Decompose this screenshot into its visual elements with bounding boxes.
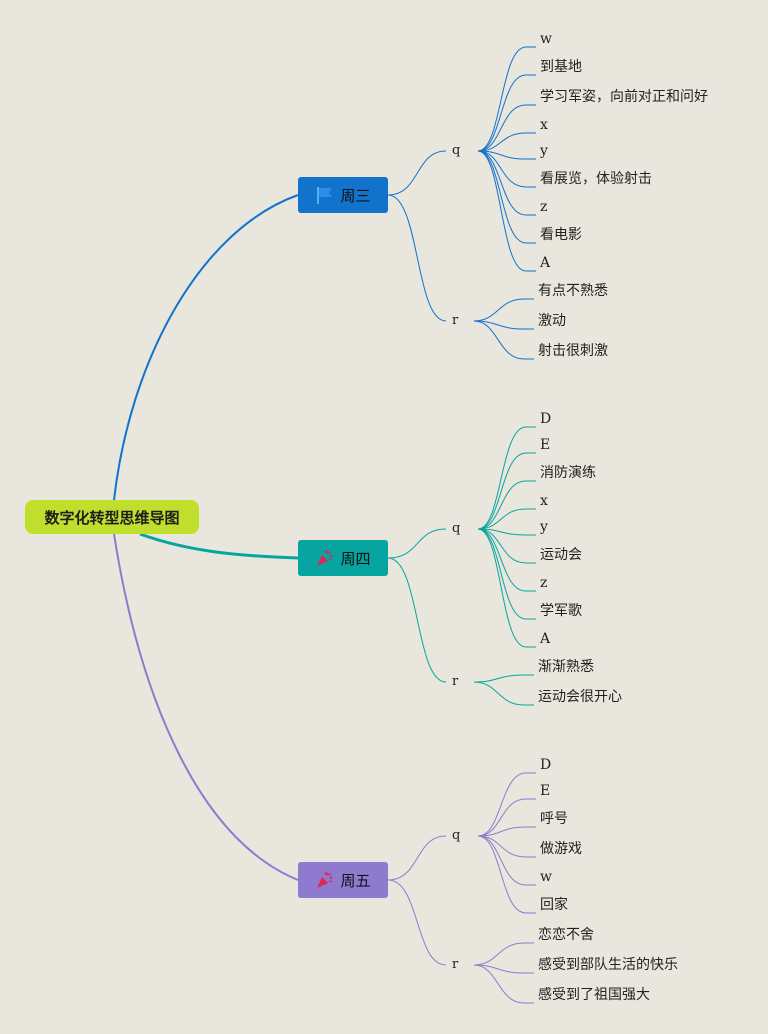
branch-connector [387, 150, 447, 196]
leaf-node[interactable]: 到基地 [540, 59, 582, 75]
leaf-node[interactable]: A [540, 255, 551, 271]
leaf-connector [477, 798, 536, 837]
leaf-node[interactable]: D [540, 411, 552, 427]
leaf-connector [477, 104, 536, 152]
leaf-node[interactable]: y [540, 519, 548, 535]
leaf-connector [473, 674, 534, 683]
leaf-connector [473, 320, 534, 330]
leaf-node[interactable]: 消防演练 [540, 465, 596, 481]
leaf-connector [477, 826, 536, 837]
branch-connector [387, 879, 447, 966]
leaf-node[interactable]: A [540, 631, 551, 647]
leaf-connector [477, 528, 536, 648]
branch-label: 周五 [340, 871, 371, 890]
branch-node-thursday[interactable]: 周四 [298, 540, 388, 576]
leaf-node[interactable]: 运动会 [540, 547, 582, 563]
leaf-node[interactable]: 恋恋不舍 [538, 927, 594, 943]
leaf-node[interactable]: 回家 [540, 897, 568, 913]
leaf-node[interactable]: w [540, 31, 552, 47]
branch-label: 周三 [340, 186, 371, 205]
leaf-connector [477, 528, 536, 564]
sub-node-r[interactable]: r [452, 674, 459, 689]
leaf-node[interactable]: z [540, 199, 548, 215]
party-popper-icon [317, 549, 333, 566]
leaf-connector [477, 835, 536, 858]
leaf-node[interactable]: 做游戏 [540, 841, 582, 857]
root-node[interactable]: 数字化转型思维导图 [25, 500, 199, 534]
sub-node-q[interactable]: q [452, 521, 461, 536]
flag-icon [317, 187, 333, 204]
branch-connector [387, 557, 447, 683]
party-popper-icon [317, 871, 333, 888]
leaf-node[interactable]: 感受到了祖国强大 [538, 987, 650, 1003]
leaf-node[interactable]: 渐渐熟悉 [538, 659, 594, 675]
leaf-node[interactable]: 学军歌 [540, 603, 582, 619]
leaf-connector [477, 528, 536, 536]
leaf-connector [477, 74, 536, 152]
leaf-node[interactable]: 射击很刺激 [538, 343, 608, 359]
leaf-node[interactable]: 激动 [538, 313, 566, 329]
leaf-connector [477, 150, 536, 160]
leaf-connector [477, 772, 536, 837]
branch-connector [387, 528, 447, 559]
leaf-connector [473, 681, 534, 706]
leaf-connector [477, 480, 536, 530]
root-connector [139, 532, 299, 560]
leaf-connector [473, 298, 534, 322]
sub-node-q[interactable]: q [452, 143, 461, 158]
leaf-node[interactable]: w [540, 869, 552, 885]
leaf-connector [477, 132, 536, 152]
leaf-node[interactable]: E [540, 783, 551, 799]
leaf-node[interactable]: z [540, 575, 548, 591]
leaf-connector [473, 964, 534, 974]
leaf-connector [473, 942, 534, 966]
branch-node-wednesday[interactable]: 周三 [298, 177, 388, 213]
leaf-node[interactable]: 有点不熟悉 [538, 283, 608, 299]
leaf-connector [477, 150, 536, 272]
leaf-connector [477, 452, 536, 530]
leaf-node[interactable]: E [540, 437, 551, 453]
branch-label: 周四 [340, 549, 371, 568]
leaf-node[interactable]: 运动会很开心 [538, 689, 622, 705]
leaf-node[interactable]: 感受到部队生活的快乐 [538, 957, 678, 973]
sub-node-q[interactable]: q [452, 828, 461, 843]
leaf-connector [477, 150, 536, 216]
leaf-node[interactable]: 学习军姿，向前对正和问好 [540, 89, 708, 105]
leaf-node[interactable]: D [540, 757, 552, 773]
leaf-connector [477, 508, 536, 530]
leaf-connector [477, 150, 536, 188]
leaf-node[interactable]: 呼号 [540, 811, 568, 827]
root-connector [113, 194, 299, 501]
branch-node-friday[interactable]: 周五 [298, 862, 388, 898]
leaf-node[interactable]: 看电影 [540, 227, 582, 243]
sub-node-r[interactable]: r [452, 313, 459, 328]
root-connector [113, 533, 299, 881]
leaf-connector [477, 835, 536, 914]
leaf-connector [477, 835, 536, 886]
leaf-connector [473, 320, 534, 360]
leaf-connector [477, 426, 536, 530]
branch-connector [387, 835, 447, 881]
sub-node-r[interactable]: r [452, 957, 459, 972]
root-label: 数字化转型思维导图 [44, 508, 180, 527]
leaf-node[interactable]: x [540, 493, 548, 509]
leaf-node[interactable]: x [540, 117, 548, 133]
leaf-connector [473, 964, 534, 1004]
leaf-node[interactable]: y [540, 143, 548, 159]
leaf-connector [477, 46, 536, 152]
leaf-connector [477, 528, 536, 592]
branch-connector [387, 194, 447, 322]
leaf-node[interactable]: 看展览，体验射击 [540, 171, 652, 187]
